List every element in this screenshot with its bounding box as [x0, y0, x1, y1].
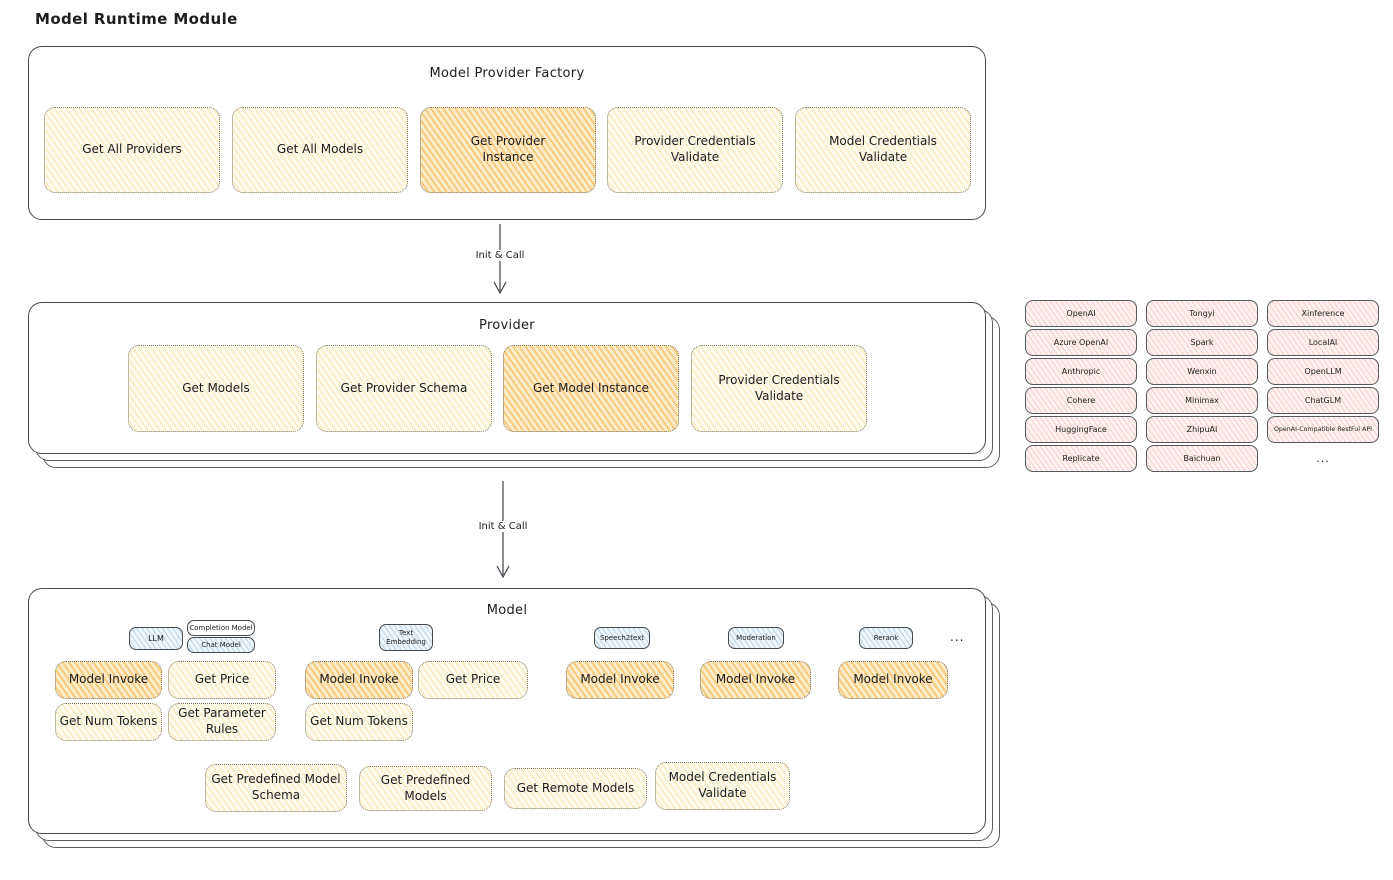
get-all-providers-button: Get All Providers: [44, 107, 220, 193]
model-credentials-validate-label-model: Model Credentials Validate: [668, 770, 777, 800]
provider-chip-openai: OpenAI: [1025, 300, 1137, 327]
get-models-button: Get Models: [128, 345, 304, 432]
get-remote-models-button: Get Remote Models: [504, 768, 647, 809]
provider-credentials-validate-label-provider: Provider Credentials Validate: [718, 372, 840, 403]
get-predefined-model-schema-button: Get Predefined Model Schema: [205, 764, 347, 812]
tab-rerank-label: Rerank: [873, 633, 899, 642]
llm-get-price-label: Get Price: [194, 672, 250, 687]
get-all-providers-label: Get All Providers: [82, 142, 182, 157]
tabs-more-ellipsis: ...: [950, 630, 965, 644]
model-credentials-validate-button-factory: Model Credentials Validate: [795, 107, 971, 193]
provider-chip-cohere: Cohere: [1025, 387, 1137, 414]
providers-more-ellipsis: ...: [1316, 452, 1330, 465]
tab-text-embedding: Text Embedding: [379, 624, 433, 651]
provider-chip-xinference: Xinference: [1267, 300, 1379, 327]
tab-text-embedding-label: Text Embedding: [386, 629, 426, 646]
get-predefined-models-label: Get Predefined Models: [380, 772, 471, 803]
rerank-model-invoke-button: Model Invoke: [838, 661, 948, 699]
provider-chip-azure-openai: Azure OpenAI: [1025, 329, 1137, 356]
provider-chip-chatglm: ChatGLM: [1267, 387, 1379, 414]
text-embedding-get-price-button: Get Price: [418, 661, 528, 699]
init-call-arrow-icon: [493, 224, 507, 295]
provider-title: Provider: [479, 318, 535, 333]
get-remote-models-label: Get Remote Models: [516, 780, 635, 795]
moderation-model-invoke-label: Model Invoke: [715, 672, 796, 687]
tab-rerank: Rerank: [859, 627, 913, 649]
get-predefined-models-button: Get Predefined Models: [359, 766, 492, 811]
get-provider-schema-label: Get Provider Schema: [340, 380, 468, 395]
llm-get-num-tokens-button: Get Num Tokens: [55, 703, 162, 741]
llm-get-parameter-rules-button: Get Parameter Rules: [168, 703, 276, 741]
model-title: Model: [486, 603, 528, 618]
provider-chip-anthropic: Anthropic: [1025, 358, 1137, 385]
provider-chip-openllm: OpenLLM: [1267, 358, 1379, 385]
provider-chip-huggingface: HuggingFace: [1025, 416, 1137, 443]
provider-chip-wenxin: Wenxin: [1146, 358, 1258, 385]
provider-credentials-validate-label-factory: Provider Credentials Validate: [634, 134, 756, 164]
llm-get-parameter-rules-label: Get Parameter Rules: [178, 706, 266, 736]
provider-chip-openai-compatible-restful-api: OpenAI-Compatible RestFul API: [1267, 416, 1379, 443]
moderation-model-invoke-button: Model Invoke: [700, 661, 811, 699]
model-credentials-validate-label-factory: Model Credentials Validate: [829, 134, 937, 164]
tab-speech2text-label: Speech2text: [599, 633, 645, 642]
tab-chat-model: Chat Model: [187, 637, 255, 653]
provider-chips-grid: OpenAI Tongyi Xinference Azure OpenAI Sp…: [1025, 300, 1379, 472]
page-title: Model Runtime Module: [35, 10, 238, 28]
llm-model-invoke-label: Model Invoke: [68, 672, 149, 687]
provider-chip-spark: Spark: [1146, 329, 1258, 356]
get-models-label: Get Models: [182, 380, 250, 395]
speech2text-model-invoke-label: Model Invoke: [580, 672, 660, 687]
get-model-instance-label: Get Model Instance: [532, 380, 650, 395]
get-predefined-model-schema-label: Get Predefined Model Schema: [211, 772, 341, 802]
provider-credentials-validate-button-provider: Provider Credentials Validate: [691, 345, 867, 432]
tab-llm: LLM: [129, 627, 183, 650]
llm-get-num-tokens-label: Get Num Tokens: [59, 714, 158, 729]
get-provider-instance-button: Get Provider Instance: [420, 107, 596, 193]
provider-chip-zhipuai: ZhipuAI: [1146, 416, 1258, 443]
tab-completion-model-label: Completion Model: [189, 623, 253, 632]
text-embedding-get-price-label: Get Price: [445, 672, 501, 687]
tab-chat-model-label: Chat Model: [201, 640, 241, 649]
provider-chip-localai: LocalAI: [1267, 329, 1379, 356]
get-all-models-button: Get All Models: [232, 107, 408, 193]
provider-chip-replicate: Replicate: [1025, 445, 1137, 472]
tab-moderation-label: Moderation: [736, 633, 776, 642]
provider-chip-baichuan: Baichuan: [1146, 445, 1258, 472]
speech2text-model-invoke-button: Model Invoke: [566, 661, 674, 699]
tab-moderation: Moderation: [728, 627, 784, 649]
get-provider-instance-label: Get Provider Instance: [470, 134, 546, 164]
text-embedding-get-num-tokens-label: Get Num Tokens: [310, 714, 408, 729]
llm-get-price-button: Get Price: [168, 661, 276, 699]
model-credentials-validate-button-model: Model Credentials Validate: [655, 762, 790, 810]
get-all-models-label: Get All Models: [276, 142, 364, 157]
provider-chip-tongyi: Tongyi: [1146, 300, 1258, 327]
tab-llm-label: LLM: [148, 633, 164, 643]
tab-speech2text: Speech2text: [594, 627, 650, 649]
init-call-arrow-label-2: Init & Call: [469, 521, 537, 532]
tab-completion-model: Completion Model: [187, 620, 255, 636]
text-embedding-model-invoke-label: Model Invoke: [319, 672, 399, 687]
provider-credentials-validate-button-factory: Provider Credentials Validate: [607, 107, 783, 193]
init-call-arrow-icon-2: [496, 481, 510, 579]
get-model-instance-button: Get Model Instance: [503, 345, 679, 432]
rerank-model-invoke-label: Model Invoke: [853, 672, 933, 687]
provider-chip-minimax: Minimax: [1146, 387, 1258, 414]
get-provider-schema-button: Get Provider Schema: [316, 345, 492, 432]
text-embedding-get-num-tokens-button: Get Num Tokens: [305, 703, 413, 741]
init-call-arrow-label-1: Init & Call: [466, 250, 534, 261]
text-embedding-model-invoke-button: Model Invoke: [305, 661, 413, 699]
model-provider-factory-title: Model Provider Factory: [429, 66, 585, 81]
llm-model-invoke-button: Model Invoke: [55, 661, 162, 699]
